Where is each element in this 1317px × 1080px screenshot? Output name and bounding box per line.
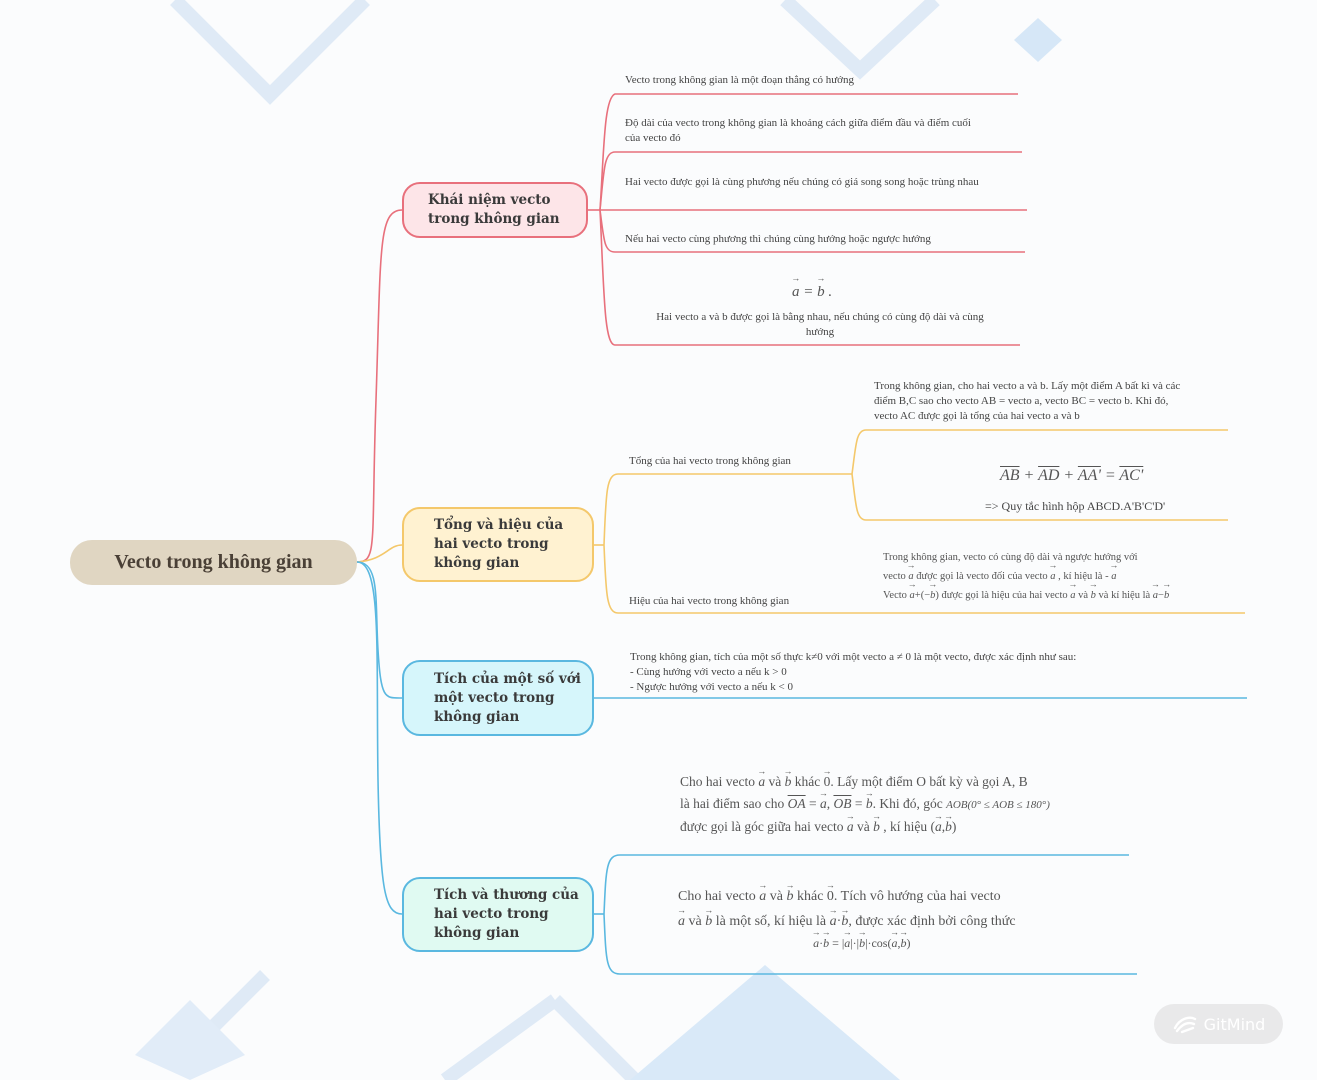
topic-label: Tích của một số với một vecto trong khôn… (434, 670, 581, 725)
topic-dot-product[interactable]: Tích và thương của hai vecto trong không… (402, 877, 594, 952)
concept-item[interactable]: Độ dài của vecto trong không gian là kho… (625, 117, 971, 144)
scalar-definition[interactable]: Trong không gian, tích của một số thực k… (630, 651, 1077, 693)
concept-item[interactable]: Hai vecto được gọi là cùng phương nếu ch… (625, 176, 979, 188)
root-node[interactable]: Vecto trong không gian (70, 540, 357, 585)
watermark-text: GitMind (1203, 1014, 1266, 1034)
topic-label: Tổng và hiệu của hai vecto trong không g… (434, 517, 564, 571)
topic-label: Khái niệm vecto trong không gian (428, 192, 560, 227)
equal-vectors-formula: a = b . (792, 284, 832, 301)
parallelepiped-rule: => Quy tắc hình hộp ABCD.A'B'C'D' (985, 499, 1166, 513)
sum-definition[interactable]: Trong không gian, cho hai vecto a và b. … (874, 380, 1181, 422)
difference-definition[interactable]: Trong không gian, vecto có cùng độ dài v… (883, 548, 1169, 605)
concept-item[interactable]: Vecto trong không gian là một đoạn thẳng… (625, 74, 854, 86)
topic-sum-difference[interactable]: Tổng và hiệu của hai vecto trong không g… (402, 507, 594, 582)
sum-subtopic-label[interactable]: Tổng của hai vecto trong không gian (629, 455, 791, 467)
root-label: Vecto trong không gian (114, 551, 313, 573)
angle-line: được gọi là góc giữa hai vecto a và b , … (680, 816, 1050, 838)
gitmind-watermark[interactable]: GitMind (1154, 1004, 1283, 1044)
topic-scalar-product[interactable]: Tích của một số với một vecto trong khôn… (402, 660, 594, 736)
concept-item[interactable]: Nếu hai vecto cùng phương thì chúng cùng… (625, 233, 931, 245)
parallelepiped-formula: AB + AD + AA' = AC' (1000, 467, 1144, 484)
dot-line: Cho hai vecto a và b khác 0. Tích vô hướ… (678, 884, 1016, 909)
difference-line: vecto a được gọi là vecto đối của vecto … (883, 567, 1169, 586)
concept-item[interactable]: Hai vecto a và b được gọi là bằng nhau, … (656, 311, 984, 338)
topic-vector-concept[interactable]: Khái niệm vecto trong không gian (402, 182, 588, 238)
angle-definition[interactable]: Cho hai vecto a và b khác 0. Lấy một điể… (680, 771, 1050, 838)
difference-line: Trong không gian, vecto có cùng độ dài v… (883, 552, 1138, 563)
difference-subtopic-label[interactable]: Hiệu của hai vecto trong không gian (629, 595, 790, 607)
dot-formula: a·b = |a|·|b|·cos(a,b) (678, 934, 1016, 952)
gitmind-logo-icon (1173, 1016, 1196, 1034)
difference-line: Vecto a+(−b) được gọi là hiệu của hai ve… (883, 586, 1169, 605)
dot-product-definition[interactable]: Cho hai vecto a và b khác 0. Tích vô hướ… (678, 884, 1016, 952)
topic-label: Tích và thương của hai vecto trong không… (434, 887, 579, 941)
angle-line: là hai điểm sao cho OA = a, OB = b. Khi … (680, 793, 1050, 816)
